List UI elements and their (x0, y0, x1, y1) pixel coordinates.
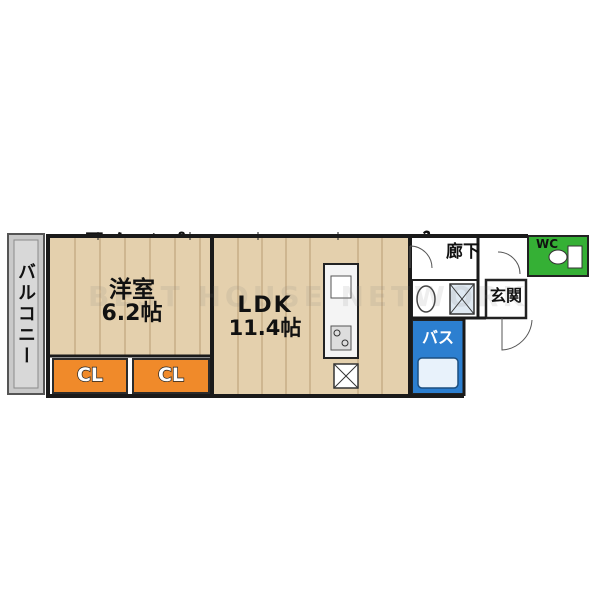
toilet-label: WC (535, 237, 559, 251)
closet-2 (132, 358, 210, 394)
hallway-floor (412, 238, 498, 278)
ldk-label: LDK 11.4帖 (220, 294, 310, 339)
hallway-label: 廊下 (446, 242, 480, 262)
entrance-area (484, 278, 528, 320)
stove (330, 325, 352, 351)
watermark: BEST HOUSE NETWORK (88, 280, 529, 313)
western-room-size: 6.2帖 (101, 301, 163, 327)
bath-label: バス (421, 328, 454, 347)
western-room-name: 洋室 (109, 277, 155, 303)
ldk-name: LDK (237, 293, 293, 318)
balcony-label: バルコニー (15, 262, 36, 367)
ldk-size: 11.4帖 (228, 316, 302, 341)
western-room-floor (50, 238, 210, 356)
entrance-label: 玄関 (489, 286, 522, 305)
western-room-label: 洋室 6.2帖 (92, 278, 172, 325)
closet-1-label: CL (76, 363, 104, 386)
closet-1 (52, 358, 128, 394)
ldk-floor (214, 238, 408, 394)
closet-2-label: CL (157, 363, 185, 386)
